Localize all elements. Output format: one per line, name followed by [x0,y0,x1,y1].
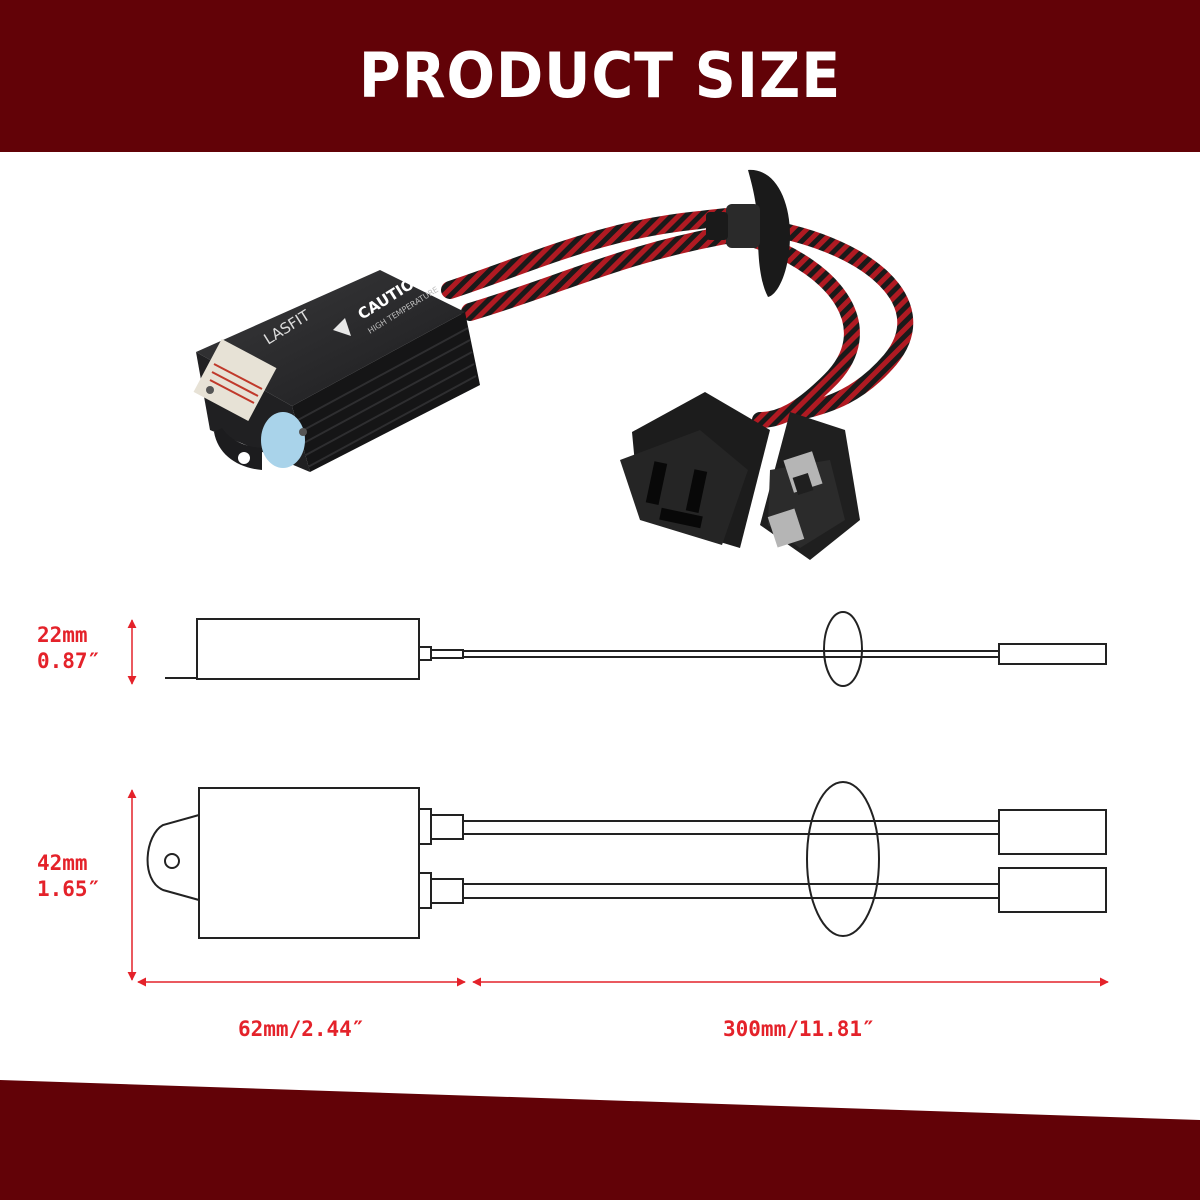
top-width-in: 1.65″ [37,877,101,901]
page-title: PRODUCT SIZE [358,39,842,112]
rubber-grommet [706,169,790,297]
footer-band [0,1080,1200,1200]
top-view-outline [146,781,1107,939]
female-connector [620,392,770,548]
control-box: LASFIT CAUTION HIGH TEMPERATURE [193,268,480,472]
side-height-label: 22mm 0.87″ [37,622,100,674]
side-view-outline [165,611,1107,687]
body-length-label: 62mm/2.44″ [238,1017,365,1041]
header-banner: PRODUCT SIZE [0,0,1200,152]
product-photo: LASFIT CAUTION HIGH TEMPERATURE [193,169,914,560]
cable-length-label: 300mm/11.81″ [723,1017,875,1041]
side-height-mm: 22mm [37,623,88,647]
top-width-mm: 42mm [37,851,88,875]
top-width-label: 42mm 1.65″ [37,850,100,902]
side-height-in: 0.87″ [37,649,101,673]
dimension-lines [127,619,1109,987]
male-connector [760,412,860,560]
